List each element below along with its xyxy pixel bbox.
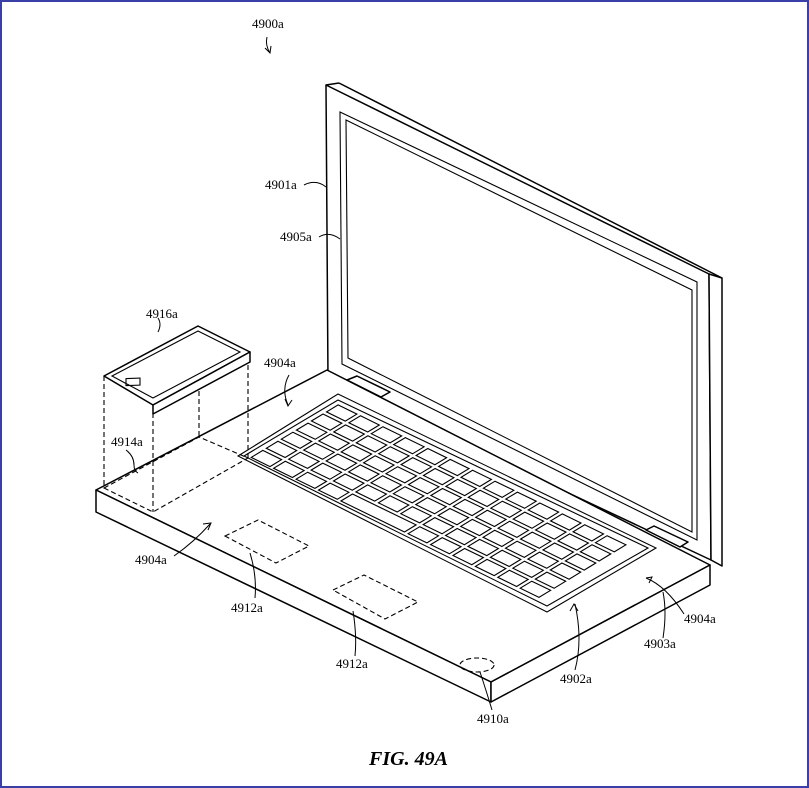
- keyboard-key: [422, 516, 455, 535]
- keyboard-key: [549, 513, 583, 531]
- keyboard-key: [384, 466, 418, 484]
- keyboard-key: [444, 478, 478, 497]
- keyboard-key: [452, 498, 485, 517]
- label-4904a-right: 4904a: [684, 611, 716, 626]
- keyboard-key: [481, 529, 515, 548]
- keyboard-key: [347, 464, 381, 482]
- keyboard-key: [347, 415, 381, 433]
- keyboard-key: [429, 536, 463, 555]
- sensor-4910a: [459, 657, 495, 673]
- region-4912a-left: [223, 519, 311, 564]
- keyboard-key: [579, 544, 612, 562]
- leader-lines: [125, 36, 685, 711]
- keyboard-key: [504, 540, 538, 559]
- keyboard-key: [571, 524, 605, 542]
- keyboard-key: [474, 558, 507, 577]
- label-4910a: 4910a: [477, 711, 509, 726]
- keyboard-key: [564, 553, 597, 571]
- keyboard-key: [294, 471, 328, 490]
- keyboard-key: [287, 451, 321, 470]
- keyboard-key: [444, 527, 478, 546]
- keyboard-key: [414, 496, 448, 515]
- keyboard-key: [325, 404, 359, 422]
- keyboard-key: [519, 580, 552, 599]
- keyboard-key: [272, 460, 306, 479]
- keyboard-key: [399, 506, 433, 524]
- keyboard-key: [459, 518, 493, 537]
- keyboard-key: [407, 476, 441, 495]
- keyboard-key: [556, 533, 590, 551]
- label-4904a-left: 4904a: [135, 552, 167, 567]
- keyboard-key: [362, 455, 396, 473]
- keyboard-key: [459, 469, 493, 488]
- label-4902a: 4902a: [560, 671, 592, 686]
- keyboard-key: [309, 462, 343, 480]
- keyboard-key: [466, 538, 500, 557]
- hinges: [346, 375, 689, 548]
- label-4900a: 4900a: [252, 16, 284, 31]
- keyboard-key: [467, 489, 500, 508]
- keyboard-key: [474, 509, 508, 528]
- label-4912a-right: 4912a: [336, 656, 368, 671]
- label-4903a: 4903a: [644, 636, 676, 651]
- keyboard-key: [549, 562, 582, 580]
- figure-caption: FIG. 49A: [368, 748, 448, 770]
- keyboard-key: [340, 444, 373, 462]
- keyboard-key: [511, 560, 545, 579]
- keyboard-key: [422, 467, 456, 486]
- label-4905a: 4905a: [280, 229, 312, 244]
- keyboard-key: [504, 491, 538, 509]
- label-4914a: 4914a: [111, 434, 143, 449]
- keyboard-key: [406, 526, 440, 544]
- keyboard-key: [280, 431, 313, 450]
- label-4904a-rear: 4904a: [264, 355, 296, 370]
- keyboard-key: [354, 484, 388, 502]
- keyboard-key: [451, 547, 485, 566]
- keyboard-key: [512, 511, 545, 529]
- keyboard-key: [310, 413, 343, 431]
- keyboard-key: [355, 435, 388, 453]
- keyboard-key: [437, 458, 471, 477]
- keyboard-key: [526, 551, 560, 569]
- keyboard-key: [534, 522, 568, 540]
- keyboard-key: [399, 456, 433, 475]
- keyboard-key: [496, 520, 530, 539]
- keyboard-key: [489, 549, 522, 568]
- keyboard-key: [250, 449, 283, 468]
- keyboard-key: [489, 500, 523, 519]
- keyboard-key: [265, 440, 298, 459]
- label-4901a: 4901a: [265, 177, 297, 192]
- external-device-4916a: [102, 325, 251, 513]
- label-4912a-left: 4912a: [231, 600, 263, 615]
- keyboard-key: [339, 493, 418, 533]
- keyboard-key: [414, 447, 448, 466]
- keyboard-key: [392, 436, 426, 455]
- keyboard-key: [332, 424, 366, 442]
- keyboard-key: [317, 482, 351, 500]
- keyboard-key: [594, 535, 628, 553]
- keyboard-key: [302, 442, 336, 460]
- keyboard-key: [332, 473, 366, 491]
- keyboard-key: [437, 507, 470, 526]
- keyboard-key: [482, 480, 515, 499]
- keyboard-key: [534, 571, 567, 589]
- label-4916a: 4916a: [146, 306, 178, 321]
- keyboard-key: [370, 426, 403, 444]
- keyboard-key: [325, 453, 358, 471]
- keyboard-key: [295, 422, 328, 440]
- keyboard-key: [496, 569, 530, 588]
- keyboard-key: [541, 542, 575, 560]
- keyboard-key: [377, 495, 410, 513]
- display-housing: [325, 82, 723, 567]
- keyboard-key: [377, 446, 411, 464]
- keyboard-key: [429, 487, 463, 506]
- keyboard-key: [369, 475, 403, 493]
- keyboard-key: [527, 502, 560, 520]
- keyboard: [236, 393, 658, 613]
- keyboard-key: [317, 433, 351, 451]
- keyboard-key: [392, 486, 425, 504]
- keyboard-key: [519, 531, 553, 549]
